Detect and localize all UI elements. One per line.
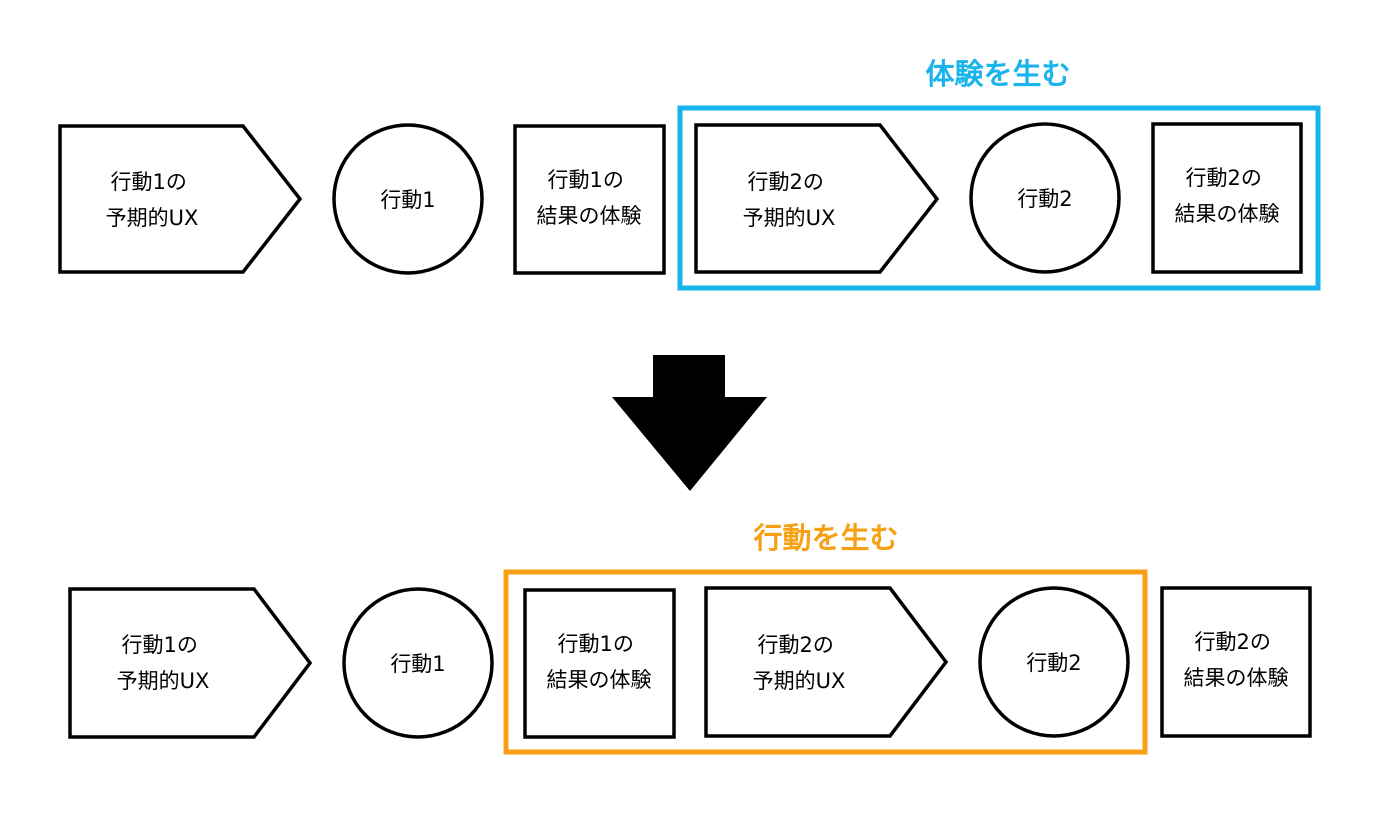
square-shape bbox=[1151, 122, 1303, 274]
node-label: 行動2 bbox=[1026, 651, 1081, 675]
top-result-2-node: 行動2の 結果の体験 bbox=[1151, 122, 1303, 274]
top-action-2-node: 行動2 bbox=[969, 122, 1121, 274]
node-label-line-1: 行動2の bbox=[747, 170, 823, 194]
bottom-action-2-node: 行動2 bbox=[978, 586, 1130, 738]
node-label-line-1: 行動2の bbox=[1185, 166, 1261, 190]
node-label-line-1: 行動2の bbox=[1194, 630, 1270, 654]
circle-shape bbox=[969, 122, 1121, 274]
node-label: 行動1の 予期的UX bbox=[117, 633, 210, 693]
bottom-result-1-node: 行動1の 結果の体験 bbox=[523, 588, 676, 739]
bottom-expected-ux-2-node: 行動2の 予期的UX bbox=[704, 586, 949, 738]
top-action-1-node: 行動1 bbox=[332, 123, 484, 275]
action-group-frame bbox=[503, 569, 1148, 755]
action-group-title: 行動を生む bbox=[752, 521, 898, 555]
node-label: 行動2の 予期的UX bbox=[753, 633, 846, 693]
circle-shape bbox=[342, 587, 494, 739]
node-label-line-2: 結果の体験 bbox=[1184, 666, 1289, 690]
node-label: 行動1 bbox=[390, 652, 445, 676]
top-expected-ux-2-node: 行動2の 予期的UX bbox=[694, 123, 940, 274]
node-label-line-1: 行動2の bbox=[757, 633, 833, 657]
node-label-line-2: 予期的UX bbox=[743, 206, 836, 230]
square-shape bbox=[523, 588, 676, 739]
square-shape bbox=[513, 124, 666, 275]
node-label: 行動2の 結果の体験 bbox=[1184, 630, 1289, 690]
pentagon-arrow-shape bbox=[68, 587, 313, 739]
node-label-line-1: 行動1の bbox=[121, 633, 197, 657]
node-label-line-2: 予期的UX bbox=[753, 669, 846, 693]
top-expected-ux-1-node: 行動1の 予期的UX bbox=[58, 124, 303, 274]
node-label-line-1: 行動1の bbox=[547, 168, 623, 192]
bottom-action-1-node: 行動1 bbox=[342, 587, 494, 739]
node-label: 行動1 bbox=[380, 188, 435, 212]
node-label: 行動2の 予期的UX bbox=[743, 170, 836, 230]
experience-group-title: 体験を生む bbox=[925, 57, 1070, 91]
node-label-line-2: 結果の体験 bbox=[547, 668, 652, 692]
experience-group-frame bbox=[677, 105, 1321, 291]
node-label-line-1: 行動1の bbox=[110, 170, 186, 194]
bottom-row: 行動を生む 行動1の 予期的UX 行動1 行動1の 結果の体験 bbox=[68, 521, 1312, 755]
bottom-result-2-node: 行動2の 結果の体験 bbox=[1160, 586, 1312, 738]
node-label-line-2: 予期的UX bbox=[106, 206, 199, 230]
node-label: 行動1の 結果の体験 bbox=[537, 168, 642, 228]
pentagon-arrow-shape bbox=[58, 124, 303, 274]
top-result-1-node: 行動1の 結果の体験 bbox=[513, 124, 666, 275]
pentagon-arrow-shape bbox=[704, 586, 949, 738]
node-label-line-2: 結果の体験 bbox=[1175, 202, 1280, 226]
top-row: 体験を生む 行動1の 予期的UX 行動1 行動1の 結果の体験 bbox=[58, 57, 1321, 291]
bottom-expected-ux-1-node: 行動1の 予期的UX bbox=[68, 587, 313, 739]
circle-shape bbox=[978, 586, 1130, 738]
node-label: 行動2 bbox=[1017, 187, 1072, 211]
circle-shape bbox=[332, 123, 484, 275]
node-label-line-2: 予期的UX bbox=[117, 669, 210, 693]
pentagon-arrow-shape bbox=[694, 123, 940, 274]
node-label-line-2: 結果の体験 bbox=[537, 204, 642, 228]
down-arrow-icon bbox=[612, 355, 767, 491]
node-label: 行動2の 結果の体験 bbox=[1175, 166, 1280, 226]
node-label: 行動1の 予期的UX bbox=[106, 170, 199, 230]
node-label: 行動1の 結果の体験 bbox=[547, 632, 652, 692]
square-shape bbox=[1160, 586, 1312, 738]
node-label-line-1: 行動1の bbox=[557, 632, 633, 656]
